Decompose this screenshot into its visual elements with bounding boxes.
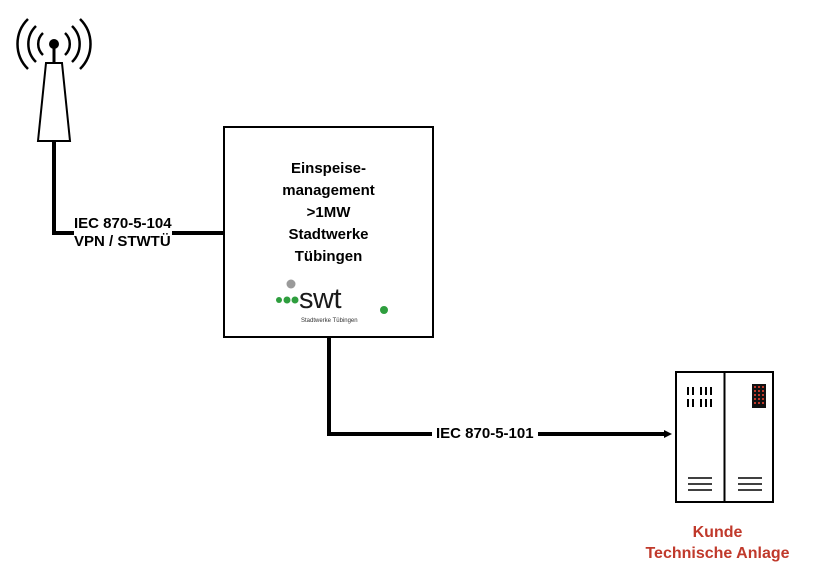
antenna-link-label: IEC 870-5-104 VPN / STWTÜ [74,215,172,251]
antenna-link-label-line2: VPN / STWTÜ [74,233,171,250]
logo-dots-icon [276,279,388,314]
customer-label: Kunde Technische Anlage [600,522,835,564]
box-title-line4: Stadtwerke [288,226,369,243]
box-title-line2: management [282,182,375,199]
logo-text: swt [299,283,342,315]
customer-label-line2: Technische Anlage [645,545,790,562]
antenna-link-label-line1: IEC 870-5-104 [74,215,172,232]
cabinet-link-label: IEC 870-5-101 [432,425,538,443]
box-title-line1: Einspeise- [290,160,367,177]
control-cabinet-icon [675,371,774,503]
management-box-title: Einspeise- management >1MW Stadtwerke Tü… [225,158,432,268]
vent-slots-icon [687,387,712,407]
box-to-cabinet-line [327,338,666,436]
grille-icon [688,477,762,491]
swt-logo: swt Stadtwerke Tübingen [273,278,393,328]
arrow-head-icon [664,430,672,438]
box-title-line3: >1MW [306,204,351,221]
management-box: Einspeise- management >1MW Stadtwerke Tü… [223,126,434,338]
logo-subtitle: Stadtwerke Tübingen [301,318,358,324]
led-panel-icon [752,384,766,408]
radio-tower-icon [16,18,92,142]
box-title-line5: Tübingen [294,248,363,265]
customer-label-line1: Kunde [692,524,743,541]
